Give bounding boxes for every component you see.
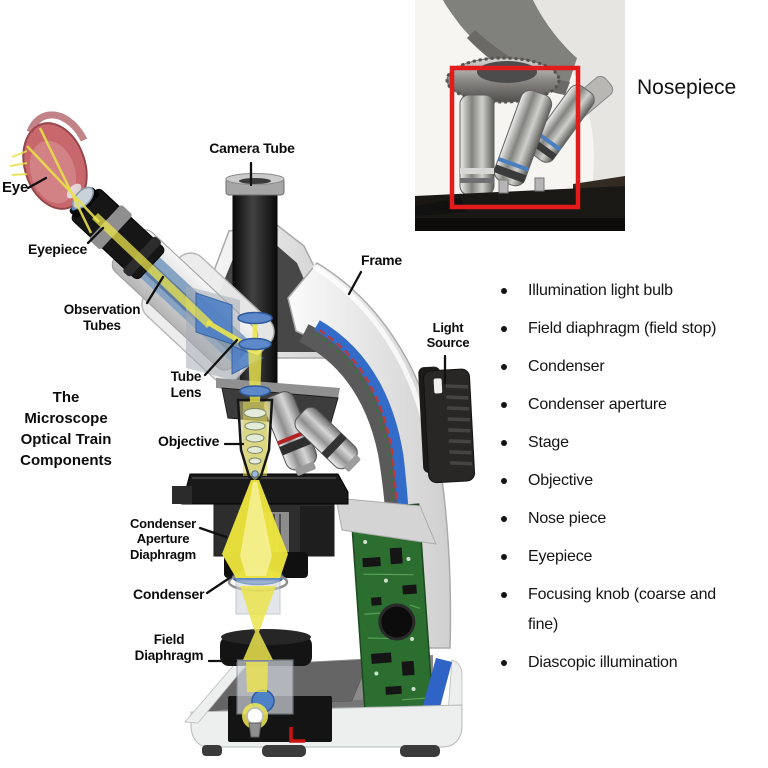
light-path-graphic — [9, 127, 288, 738]
list-item-text: Focusing knob (coarse and fine) — [528, 586, 717, 633]
bullet-dot — [501, 402, 507, 408]
eye-graphic — [22, 111, 94, 210]
list-item-text: Eyepiece — [528, 548, 593, 565]
list-item-text: Objective — [528, 472, 593, 489]
list-item: Diascopic illumination — [490, 648, 742, 678]
label-camera-tube: Camera Tube — [209, 140, 295, 156]
bullet-dot — [501, 440, 507, 446]
label-condenser: Condenser — [133, 586, 205, 602]
bullet-dot — [501, 660, 507, 666]
list-item: Nose piece — [490, 504, 742, 534]
label-condenser-aperture-diaphragm: Condenser Aperture Diaphragm — [129, 516, 197, 562]
list-item-text: Illumination light bulb — [528, 282, 673, 299]
list-item: Objective — [490, 466, 742, 496]
label-light-source: Light Source — [426, 320, 470, 351]
nosepiece-highlight-box — [449, 65, 581, 210]
tube-lens-graphic — [237, 311, 273, 397]
label-field-diaphragm: Field Diaphragm — [134, 632, 204, 663]
bullet-dot — [501, 478, 507, 484]
list-item-text: Diascopic illumination — [528, 654, 678, 671]
objective-turret-graphic — [216, 378, 361, 485]
bullet-dot — [501, 516, 507, 522]
list-item-text: Nose piece — [528, 510, 607, 527]
list-item: Eyepiece — [490, 542, 742, 572]
component-list: Illumination light bulb Field diaphragm … — [490, 276, 742, 686]
list-item: Focusing knob (coarse and fine) — [490, 580, 742, 640]
list-item: Condenser aperture — [490, 390, 742, 420]
diagram-title: The Microscope Optical Train Components — [20, 389, 112, 469]
label-eyepiece: Eyepiece — [28, 241, 88, 257]
list-item: Condenser — [490, 352, 742, 382]
list-item-text: Condenser — [528, 358, 605, 375]
list-item-text: Field diaphragm (field stop) — [528, 320, 717, 337]
pointer-lines — [26, 161, 447, 663]
list-item-text: Condenser aperture — [528, 396, 667, 413]
label-eye: Eye — [2, 179, 29, 196]
bullet-dot — [501, 364, 507, 370]
list-item: Field diaphragm (field stop) — [490, 314, 742, 344]
nosepiece-photo — [415, 0, 625, 231]
label-tube-lens: Tube Lens — [170, 369, 202, 400]
microscope-body-photo — [533, 0, 625, 231]
bullet-dot — [501, 592, 507, 598]
label-objective: Objective — [158, 433, 220, 449]
bullet-dot — [501, 288, 507, 294]
list-item: Illumination light bulb — [490, 276, 742, 306]
bullet-dot — [501, 554, 507, 560]
label-observation-tubes: Observation Tubes — [63, 302, 141, 333]
nosepiece-caption: Nosepiece — [637, 76, 737, 99]
list-item-text: Stage — [528, 434, 569, 451]
label-frame: Frame — [361, 252, 403, 268]
light-source-graphic — [418, 366, 476, 484]
bullet-dot — [501, 326, 507, 332]
list-item: Stage — [490, 428, 742, 458]
